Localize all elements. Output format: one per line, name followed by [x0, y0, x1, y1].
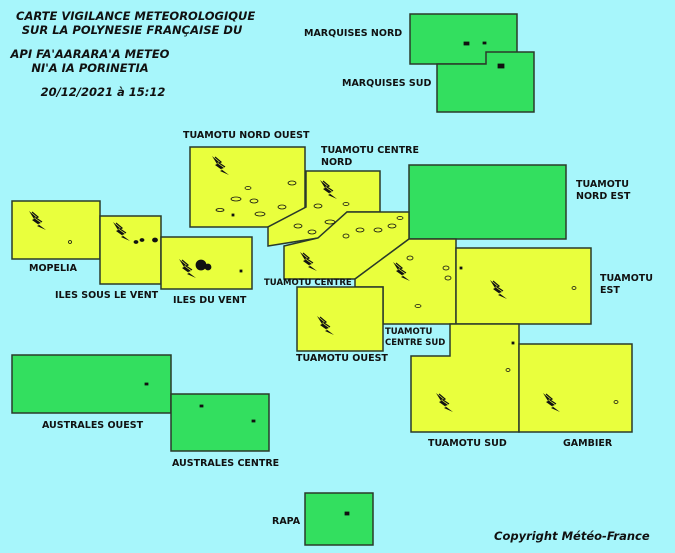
- header-title-line-3: API FA'AARARA'A METEO: [10, 47, 170, 61]
- label-tuamotu-est-1: TUAMOTU: [600, 273, 653, 284]
- zone-mopelia[interactable]: [11, 200, 101, 260]
- label-mopelia: MOPELIA: [29, 263, 77, 274]
- zone-rapa[interactable]: [304, 492, 374, 546]
- label-australes-centre: AUSTRALES CENTRE: [172, 458, 280, 469]
- zone-tuamotu-nord-ouest[interactable]: [189, 146, 306, 228]
- label-tuamotu-centre-nord-1: TUAMOTU CENTRE: [321, 145, 419, 156]
- label-marquises-sud: MARQUISES SUD: [342, 78, 432, 89]
- islands: [68, 41, 619, 516]
- label-tuamotu-nord-est-1: TUAMOTU: [576, 179, 629, 190]
- zone-tuamotu-centre[interactable]: [283, 211, 410, 280]
- copyright: Copyright Météo-France: [494, 529, 650, 543]
- zone-tuamotu-nord-est[interactable]: [408, 164, 567, 240]
- label-tuamotu-ouest: TUAMOTU OUEST: [296, 353, 388, 364]
- label-tuamotu-centre-sud-2: CENTRE SUD: [385, 338, 446, 348]
- label-rapa: RAPA: [272, 516, 301, 527]
- label-tuamotu-centre: TUAMOTU CENTRE: [264, 278, 352, 288]
- zone-gambier[interactable]: [518, 343, 633, 433]
- label-tuamotu-sud: TUAMOTU SUD: [428, 438, 507, 449]
- zone-tuamotu-sud[interactable]: [410, 323, 520, 433]
- label-tuamotu-centre-nord-2: NORD: [321, 157, 353, 168]
- label-gambier: GAMBIER: [563, 438, 613, 449]
- label-australes-ouest: AUSTRALES OUEST: [42, 420, 144, 431]
- zone-tuamotu-est[interactable]: [455, 247, 592, 325]
- label-tuamotu-nord-est-2: NORD EST: [576, 191, 631, 202]
- label-tuamotu-est-2: EST: [600, 285, 620, 296]
- label-marquises-nord: MARQUISES NORD: [304, 28, 403, 39]
- header-datetime: 20/12/2021 à 15:12: [40, 85, 166, 99]
- header-title-line-4: NI'A IA PORINETIA: [31, 61, 149, 75]
- zone-australes-centre[interactable]: [170, 393, 270, 452]
- zone-iles-sous-le-vent[interactable]: [99, 215, 162, 285]
- zone-marquises-sud[interactable]: [436, 51, 535, 113]
- header-title-line-1: CARTE VIGILANCE METEOROLOGIQUE: [16, 9, 256, 23]
- label-tuamotu-centre-sud-1: TUAMOTU: [385, 327, 433, 337]
- label-iles-sous-le-vent: ILES SOUS LE VENT: [55, 290, 159, 301]
- zone-iles-du-vent[interactable]: [160, 236, 253, 290]
- header-title-line-2: SUR LA POLYNESIE FRANÇAISE DU: [21, 23, 243, 37]
- zone-australes-ouest[interactable]: [11, 354, 172, 414]
- label-iles-du-vent: ILES DU VENT: [173, 295, 247, 306]
- label-tuamotu-nord-ouest: TUAMOTU NORD OUEST: [183, 130, 310, 141]
- zone-tuamotu-ouest[interactable]: [296, 286, 384, 352]
